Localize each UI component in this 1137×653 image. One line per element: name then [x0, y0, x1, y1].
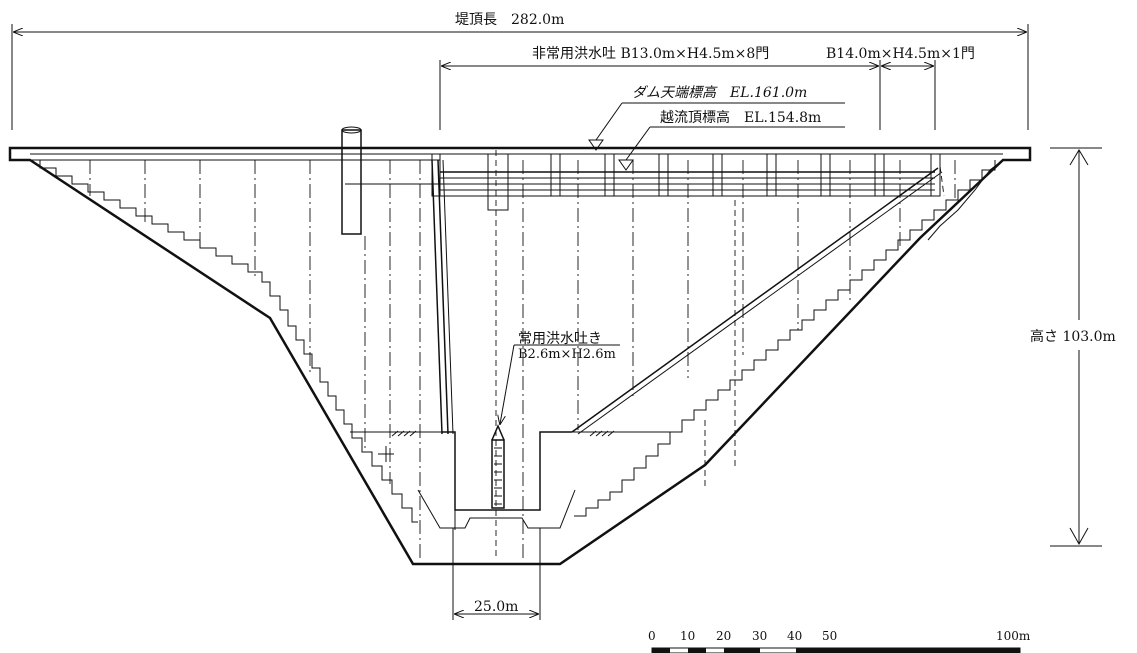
emergency-spillway-extra-label: B14.0m×H4.5m×1門	[826, 46, 975, 62]
dam-height-dimension: 高さ 103.0m	[1030, 147, 1116, 547]
scale-tick-50: 50	[822, 629, 837, 643]
scale-tick-0: 0	[648, 629, 656, 643]
scale-tick-100: 100m	[996, 629, 1031, 643]
scale-tick-20: 20	[716, 629, 731, 643]
intake-tower	[341, 126, 362, 235]
central-channel	[350, 150, 680, 560]
overflow-elevation-label: 越流頂標高 EL.154.8m	[660, 109, 821, 126]
normal-spillway-title: 常用洪水吐き	[518, 331, 602, 347]
crest-elevation-label: ダム天端標高 EL.161.0m	[632, 85, 807, 101]
left-inclined-pipe	[431, 159, 454, 435]
right-foundation-steps	[574, 159, 1004, 517]
spillway-piers	[431, 153, 941, 211]
dam-height-label: 高さ 103.0m	[1030, 328, 1116, 345]
normal-spillway-outlet: 常用洪水吐き B2.6m×H2.6m	[491, 331, 620, 509]
crest-length-label: 堤頂長 282.0m	[455, 12, 564, 28]
base-width-dimension: 25.0m	[452, 528, 541, 620]
normal-spillway-size: B2.6m×H2.6m	[518, 347, 616, 362]
scale-tick-30: 30	[752, 629, 767, 643]
base-width-label: 25.0m	[474, 599, 518, 615]
crest-length-dimension: 堤頂長 282.0m	[11, 12, 1029, 130]
left-foundation-steps	[39, 160, 418, 523]
right-inclined-pipe	[571, 165, 945, 435]
scale-tick-40: 40	[787, 629, 802, 643]
elevation-labels: ダム天端標高 EL.161.0m 越流頂標高 EL.154.8m	[588, 85, 845, 171]
scale-bar: 0 10 20 30 40 50 100m	[648, 629, 1031, 653]
scale-tick-10: 10	[680, 629, 695, 643]
contraction-joints	[89, 160, 956, 560]
emergency-spillway-label: 非常用洪水吐 B13.0m×H4.5m×8門	[532, 46, 769, 62]
emergency-spillway-dimension: 非常用洪水吐 B13.0m×H4.5m×8門 B14.0m×H4.5m×1門	[439, 46, 975, 130]
dam-body	[8, 146, 1032, 566]
